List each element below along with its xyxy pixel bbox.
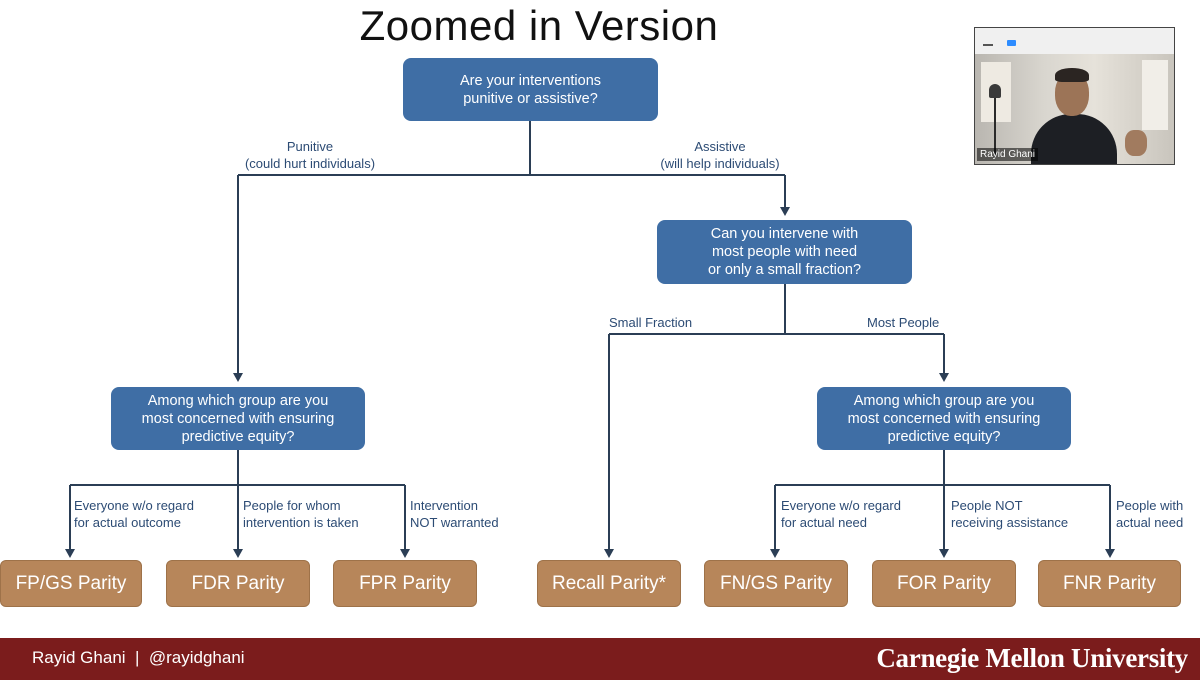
participant-name: Rayid Ghani [977,148,1039,161]
question-predictive-equity-punitive: Among which group are you most concerned… [111,387,365,450]
result-fpgs-parity: FP/GS Parity [0,560,142,607]
slide-title: Zoomed in Version [359,2,719,49]
label-people-intervention: People for whom intervention is taken [243,498,359,530]
label-small-fraction: Small Fraction [609,315,693,330]
decision-tree-edges [65,121,1115,558]
question-intervene-scope: Can you intervene with most people with … [657,220,912,284]
result-recall-parity: Recall Parity* [537,560,681,607]
person-hand [1125,130,1147,156]
participant-video[interactable]: Rayid Ghani [974,27,1175,165]
label-intervention-not-warranted: Intervention NOT warranted [410,498,499,530]
label-everyone-outcome: Everyone w/o regard for actual outcome [74,498,194,530]
video-toolbar [975,28,1174,54]
result-for-parity: FOR Parity [872,560,1016,607]
result-fnr-parity: FNR Parity [1038,560,1181,607]
camera-icon[interactable] [1007,40,1016,46]
result-fpr-parity: FPR Parity [333,560,477,607]
result-fngs-parity: FN/GS Parity [704,560,848,607]
lamp-pole [994,98,996,158]
label-most-people: Most People [867,315,940,330]
footer-bar: Rayid Ghani | @rayidghani Carnegie Mello… [0,638,1200,680]
label-people-with-need: People with actual need [1116,498,1184,530]
person-hair [1055,68,1089,82]
label-assistive: Assistive (will help individuals) [660,139,780,171]
university-logo: Carnegie Mellon University [876,643,1188,673]
person-body [1031,114,1117,164]
question-punitive-or-assistive: Are your interventions punitive or assis… [403,58,658,121]
label-people-not-receiving: People NOT receiving assistance [951,498,1069,530]
background-window [1142,60,1168,130]
presenter-credit: Rayid Ghani | @rayidghani [32,648,245,667]
minimize-icon[interactable] [983,44,993,46]
video-feed [975,54,1174,164]
lamp-shade [989,84,1001,98]
label-punitive: Punitive (could hurt individuals) [244,139,376,171]
result-fdr-parity: FDR Parity [166,560,310,607]
question-predictive-equity-assistive: Among which group are you most concerned… [817,387,1071,450]
label-everyone-need: Everyone w/o regard for actual need [781,498,901,530]
